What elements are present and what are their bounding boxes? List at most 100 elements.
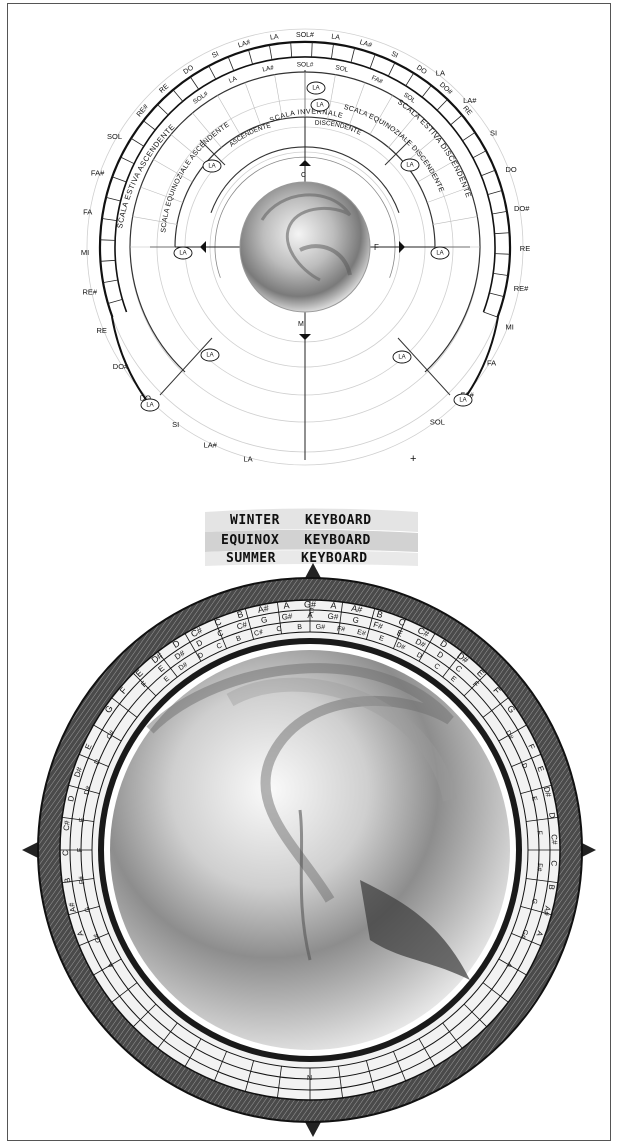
arc-tick xyxy=(112,176,127,183)
circled-mark-text: LA xyxy=(316,103,323,109)
key-label: C xyxy=(549,860,558,866)
circled-mark-text: LA xyxy=(312,86,319,92)
axis-arrow xyxy=(399,241,405,253)
sun-swirl-large-2 xyxy=(226,677,457,802)
summer-arc-inner xyxy=(114,56,496,313)
arc-tick xyxy=(350,48,355,63)
key-divider xyxy=(132,1003,157,1028)
key-divider xyxy=(68,784,100,794)
key-label: G# xyxy=(304,599,316,609)
south-pointer xyxy=(305,1122,321,1137)
key-divider xyxy=(213,618,227,649)
key-label: A xyxy=(75,929,86,938)
key-divider xyxy=(78,933,109,947)
key-label: C# xyxy=(106,729,117,740)
key-divider xyxy=(482,697,509,718)
diagonal-spoke xyxy=(384,139,411,166)
circled-mark-ring xyxy=(310,98,330,112)
legend-band-2 xyxy=(205,529,418,552)
left-inner-column: AG#GF#FED#DC# xyxy=(77,729,117,968)
key-divider xyxy=(338,602,343,634)
sun-filament xyxy=(298,809,312,961)
key-label: F xyxy=(526,743,536,751)
key-divider xyxy=(442,1022,463,1049)
left-note: FA# xyxy=(91,169,105,178)
sun-dark-region xyxy=(360,880,470,980)
key-divider xyxy=(157,1022,178,1049)
key-divider xyxy=(78,753,109,767)
key-label: A xyxy=(107,961,116,969)
circled-mark-ring xyxy=(306,81,326,95)
key-divider xyxy=(418,1038,436,1067)
axis-bottom-letter: M xyxy=(298,321,304,328)
arc-tick xyxy=(100,259,116,262)
inner-top-note: SOL xyxy=(335,64,350,74)
arc-tick xyxy=(106,197,121,202)
key-label: C# xyxy=(549,834,558,845)
left-keyboard-column: AA#BCC#DD#E xyxy=(61,742,94,937)
top-note: SI xyxy=(211,51,220,60)
key-label: C xyxy=(276,626,282,634)
arc-tick xyxy=(172,89,184,102)
north-mark: C xyxy=(309,608,314,615)
key-label: D xyxy=(415,652,423,661)
radial-guide xyxy=(153,159,193,183)
key-divider xyxy=(520,906,552,916)
arc-tick xyxy=(472,150,487,159)
arc-tick xyxy=(481,169,496,177)
key-label: F# xyxy=(78,875,86,884)
key-divider xyxy=(482,982,509,1003)
radial-guide xyxy=(432,216,478,225)
key-label: G# xyxy=(316,624,326,631)
key-label: E xyxy=(134,668,145,679)
key-label: C xyxy=(454,663,464,674)
key-divider xyxy=(338,1066,343,1098)
key-divider xyxy=(62,878,94,883)
west-pointer xyxy=(22,842,38,858)
key-label: D xyxy=(195,638,205,649)
left-note: MI xyxy=(81,248,89,257)
key-label: C# xyxy=(62,820,72,832)
key-label: C xyxy=(61,850,70,856)
key-label: D xyxy=(520,762,528,769)
key-label: E xyxy=(83,742,93,751)
left-note: DO xyxy=(140,393,151,402)
key-label: G xyxy=(530,898,538,905)
key-divider xyxy=(418,633,436,662)
key-label: E xyxy=(535,765,545,773)
key-divider xyxy=(511,753,542,767)
radial-guide xyxy=(192,112,222,148)
right-note: LA xyxy=(436,69,445,78)
key-divider xyxy=(244,1060,254,1092)
arc-tick xyxy=(130,138,145,147)
diagonal-spoke xyxy=(159,337,213,396)
key-label: D# xyxy=(84,785,93,796)
radial-guide xyxy=(217,95,241,135)
key-label: F# xyxy=(535,863,543,872)
key-label: A# xyxy=(541,905,552,917)
key-label: D# xyxy=(72,765,84,778)
arc-tick xyxy=(489,292,504,297)
key-label: C# xyxy=(254,629,264,638)
key-divider xyxy=(393,1051,407,1082)
key-label: E xyxy=(156,664,166,674)
arc-ticks xyxy=(100,42,510,318)
key-label: B xyxy=(63,877,73,883)
axis-top-letter: C xyxy=(301,172,306,179)
circled-mark-text: LA xyxy=(179,251,186,257)
axis-right-letter: F xyxy=(374,243,379,252)
legend-winter: WINTER KEYBOARD xyxy=(230,513,372,528)
arc-tick xyxy=(103,279,118,283)
key-label: E xyxy=(530,796,538,802)
legend-band-1 xyxy=(205,508,418,532)
sun-swirl-large xyxy=(146,663,454,903)
top-note: SI xyxy=(390,51,399,60)
key-label: A xyxy=(534,930,545,939)
key-label: D xyxy=(94,758,102,765)
arc-tick xyxy=(405,72,414,87)
circled-mark-text: LA xyxy=(146,403,153,409)
key-divider xyxy=(184,1038,202,1067)
key-divider xyxy=(463,672,488,697)
